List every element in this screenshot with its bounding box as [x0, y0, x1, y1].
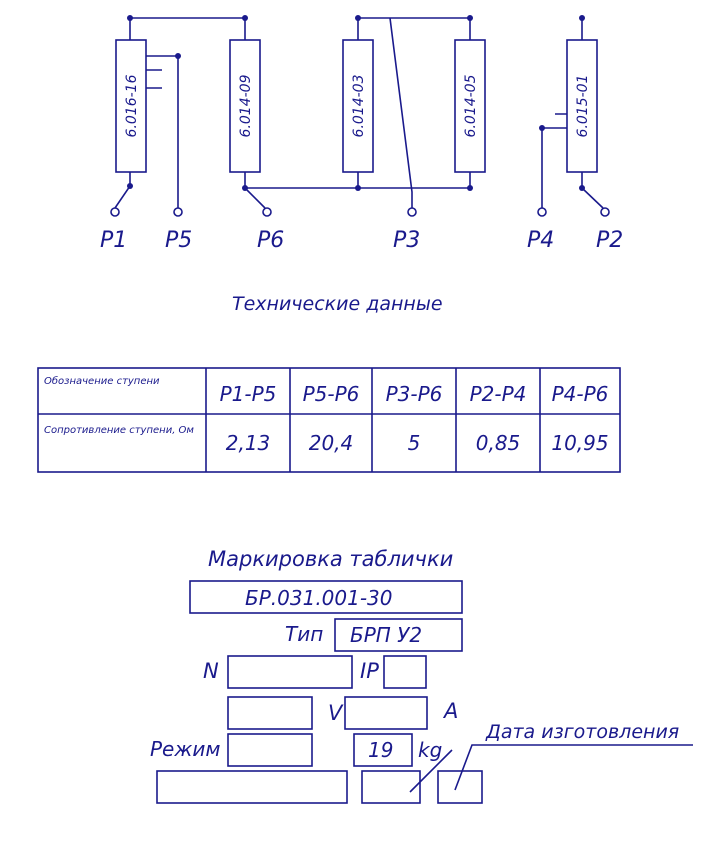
weight-box — [353, 733, 413, 767]
terminal-label-p6: P6 — [257, 228, 284, 253]
ip-box — [383, 655, 427, 689]
type-label: Тип — [285, 622, 323, 646]
node-dot — [467, 185, 473, 191]
lead-p1 — [114, 172, 131, 209]
table-cell: 0,85 — [476, 431, 521, 455]
resistor-r1 — [115, 39, 147, 173]
row-header-resistance: Сопротивление ступени, Ом — [44, 425, 194, 436]
top-wire-r1-r2 — [129, 17, 246, 40]
node-dot — [579, 15, 585, 21]
resistor-label-r4: 6.014-05 — [463, 74, 479, 137]
type-value: БРП У2 — [350, 623, 422, 647]
voltage-box — [227, 696, 313, 730]
current-box — [344, 696, 428, 730]
mode-box — [227, 733, 313, 767]
weight-unit: kg — [418, 738, 442, 762]
table-cell: 5 — [408, 431, 421, 455]
table-cell: 20,4 — [309, 431, 354, 455]
terminal-p2 — [600, 207, 610, 217]
plate-code-box — [189, 580, 463, 614]
node-dot — [242, 185, 248, 191]
node-dot — [539, 125, 545, 131]
resistor-label-r5: 6.015-01 — [575, 75, 591, 138]
terminal-label-p2: P2 — [596, 228, 623, 253]
tech-data-table: Обозначение ступени Сопротивление ступен… — [37, 367, 621, 473]
node-dot — [467, 15, 473, 21]
terminal-label-p3: P3 — [393, 228, 420, 253]
node-dot — [175, 53, 181, 59]
table-cell: 10,95 — [551, 431, 608, 455]
node-dot — [355, 15, 361, 21]
resistor-label-r2: 6.014-09 — [238, 74, 254, 137]
tap-r1-to-p5 — [146, 55, 179, 208]
column-header: P5-P6 — [303, 382, 360, 406]
n-label: N — [203, 659, 219, 683]
node-dot — [579, 185, 585, 191]
lead-p2 — [581, 172, 604, 209]
type-box — [334, 618, 463, 652]
plate-title: Маркировка таблички — [208, 547, 453, 571]
node-dot — [127, 183, 133, 189]
table-border — [37, 367, 621, 473]
mode-label: Режим — [150, 737, 220, 761]
a-label: A — [442, 699, 458, 723]
column-header: P2-P4 — [470, 382, 527, 406]
date-label: Дата изготовления — [485, 721, 679, 743]
plate-code: БР.031.001-30 — [245, 586, 393, 610]
node-dot — [127, 15, 133, 21]
terminal-label-p5: P5 — [165, 228, 192, 253]
terminal-p3 — [407, 207, 417, 217]
ip-label: IP — [360, 659, 379, 683]
column-header: P1-P5 — [220, 382, 277, 406]
column-header: P3-P6 — [386, 382, 443, 406]
row-header-designation: Обозначение ступени — [44, 375, 160, 387]
table-cell: 2,13 — [226, 431, 271, 455]
terminal-p1 — [110, 207, 120, 217]
resistor-label-r3: 6.014-03 — [351, 75, 367, 138]
resistor-label-r1: 6.016-16 — [124, 74, 140, 137]
terminal-p5 — [173, 207, 183, 217]
terminal-p4 — [537, 207, 547, 217]
serial-box — [156, 770, 348, 804]
month-box — [361, 770, 421, 804]
wiring-diagram: 6.016-16 6.014-09 6.014-03 6.014-05 6.01… — [100, 15, 623, 253]
terminal-p6 — [262, 207, 272, 217]
wire-r3-to-p3 — [389, 17, 413, 208]
tap-r5-to-p4 — [541, 113, 567, 208]
column-header: P4-P6 — [552, 382, 609, 406]
terminal-label-p1: P1 — [100, 228, 127, 253]
terminal-label-p4: P4 — [527, 228, 554, 253]
n-box — [227, 655, 353, 689]
v-label: V — [328, 701, 344, 725]
nameplate: Маркировка таблички БР.031.001-30 Тип БР… — [150, 547, 693, 804]
top-wire-r3-r4 — [357, 17, 471, 40]
date-leader-line — [409, 744, 693, 793]
table-grid — [38, 368, 620, 472]
section-title: Технические данные — [232, 293, 443, 315]
node-dot — [355, 185, 361, 191]
year-box — [437, 770, 483, 804]
weight-value: 19 — [368, 738, 393, 762]
node-dot — [242, 15, 248, 21]
